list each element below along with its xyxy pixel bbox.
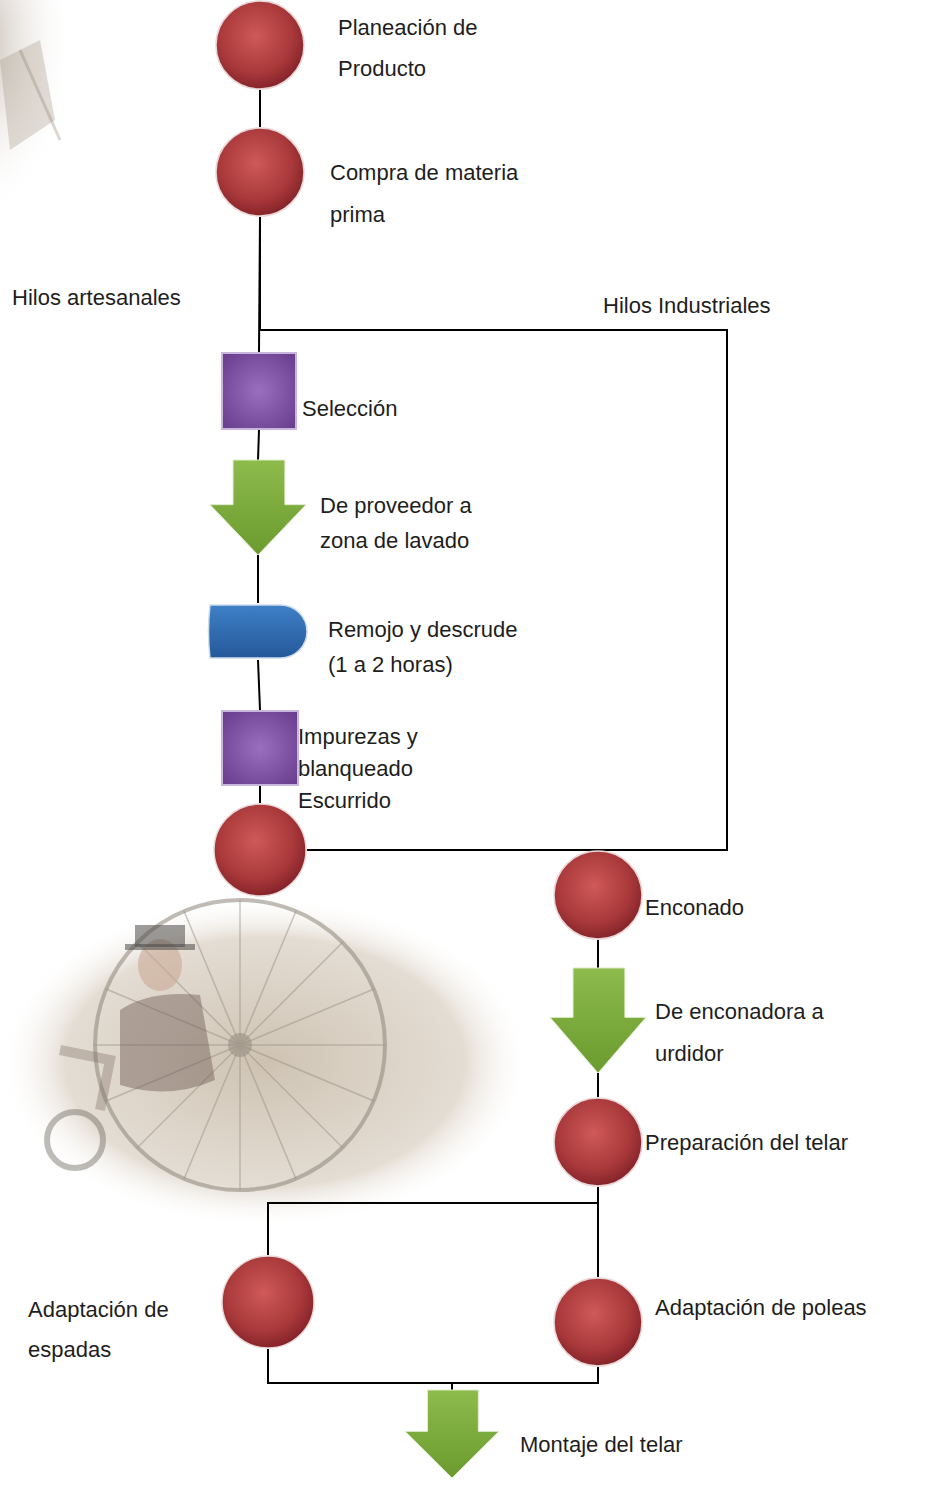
operation-symbol xyxy=(216,1,304,89)
delay-symbol xyxy=(209,605,308,658)
operation-symbol xyxy=(222,1256,314,1348)
step-label: Selección xyxy=(302,391,452,426)
step-label: Remojo y descrude (1 a 2 horas) xyxy=(328,612,528,682)
flow-line xyxy=(268,1187,598,1255)
operation-circle: Preparación del telar xyxy=(553,1097,643,1187)
transport-symbol xyxy=(550,968,646,1073)
node-outline xyxy=(221,352,297,430)
operation-symbol xyxy=(216,128,304,216)
operation-symbol xyxy=(554,1278,642,1366)
inspection-square: Impurezas y blanqueado Escurrido xyxy=(221,710,299,786)
flow-line xyxy=(597,940,599,968)
flow-line xyxy=(597,1073,599,1097)
flow-line xyxy=(259,786,261,803)
flow-line xyxy=(452,1367,598,1390)
flow-line xyxy=(258,430,259,460)
inspection-symbol xyxy=(222,353,296,429)
node-outline xyxy=(405,1390,499,1478)
node-outline xyxy=(207,603,309,660)
node-outline xyxy=(213,803,307,897)
photo-fragment xyxy=(0,0,90,220)
node-outline xyxy=(550,968,646,1073)
node-outline xyxy=(221,1255,315,1349)
flow-line xyxy=(259,90,261,127)
node-outline xyxy=(215,0,305,90)
operation-symbol xyxy=(214,804,306,896)
operation-symbol xyxy=(554,851,642,939)
flow-line xyxy=(257,555,259,603)
delay-shape: Remojo y descrude (1 a 2 horas) xyxy=(207,603,309,660)
step-label: De enconadora a urdidor xyxy=(655,991,840,1075)
step-label: Preparación del telar xyxy=(645,1125,925,1160)
transport-arrow: De proveedor a zona de lavado xyxy=(210,460,306,555)
flow-line xyxy=(258,660,260,710)
inspection-square: Selección xyxy=(221,352,297,430)
node-outline xyxy=(553,850,643,940)
operation-symbol xyxy=(554,1098,642,1186)
step-label: Adaptación de poleas xyxy=(655,1290,930,1325)
operation-circle: Adaptación de espadas xyxy=(221,1255,315,1349)
transport-symbol xyxy=(405,1390,499,1478)
flow-line xyxy=(597,1187,599,1277)
step-label: Compra de materia prima xyxy=(330,152,530,236)
step-label: Impurezas y blanqueado Escurrido xyxy=(298,721,426,817)
operation-circle: Enconado xyxy=(553,850,643,940)
operation-circle: Planeación de Producto xyxy=(215,0,305,90)
transport-arrow: Montaje del telar xyxy=(405,1390,499,1478)
node-outline xyxy=(210,460,306,555)
step-label: Planeación de Producto xyxy=(338,7,498,89)
node-outline xyxy=(215,127,305,217)
operation-circle: Adaptación de poleas xyxy=(553,1277,643,1367)
step-label: Montaje del telar xyxy=(520,1427,740,1462)
flow-line xyxy=(268,1349,452,1390)
step-label: De proveedor a zona de lavado xyxy=(320,488,495,558)
step-label: Enconado xyxy=(645,890,825,925)
step-label: Adaptación de espadas xyxy=(28,1290,198,1370)
operation-circle xyxy=(213,803,307,897)
node-outline xyxy=(221,710,299,786)
craftsman-photo xyxy=(0,896,531,1228)
node-outline xyxy=(553,1097,643,1187)
node-outline xyxy=(553,1277,643,1367)
flow-line xyxy=(307,849,598,851)
operation-circle: Compra de materia prima xyxy=(215,127,305,217)
branch-label: Hilos Industriales xyxy=(603,293,771,319)
transport-arrow: De enconadora a urdidor xyxy=(550,968,646,1073)
branch-label: Hilos artesanales xyxy=(12,285,181,311)
transport-symbol xyxy=(210,460,306,555)
inspection-symbol xyxy=(222,711,298,785)
